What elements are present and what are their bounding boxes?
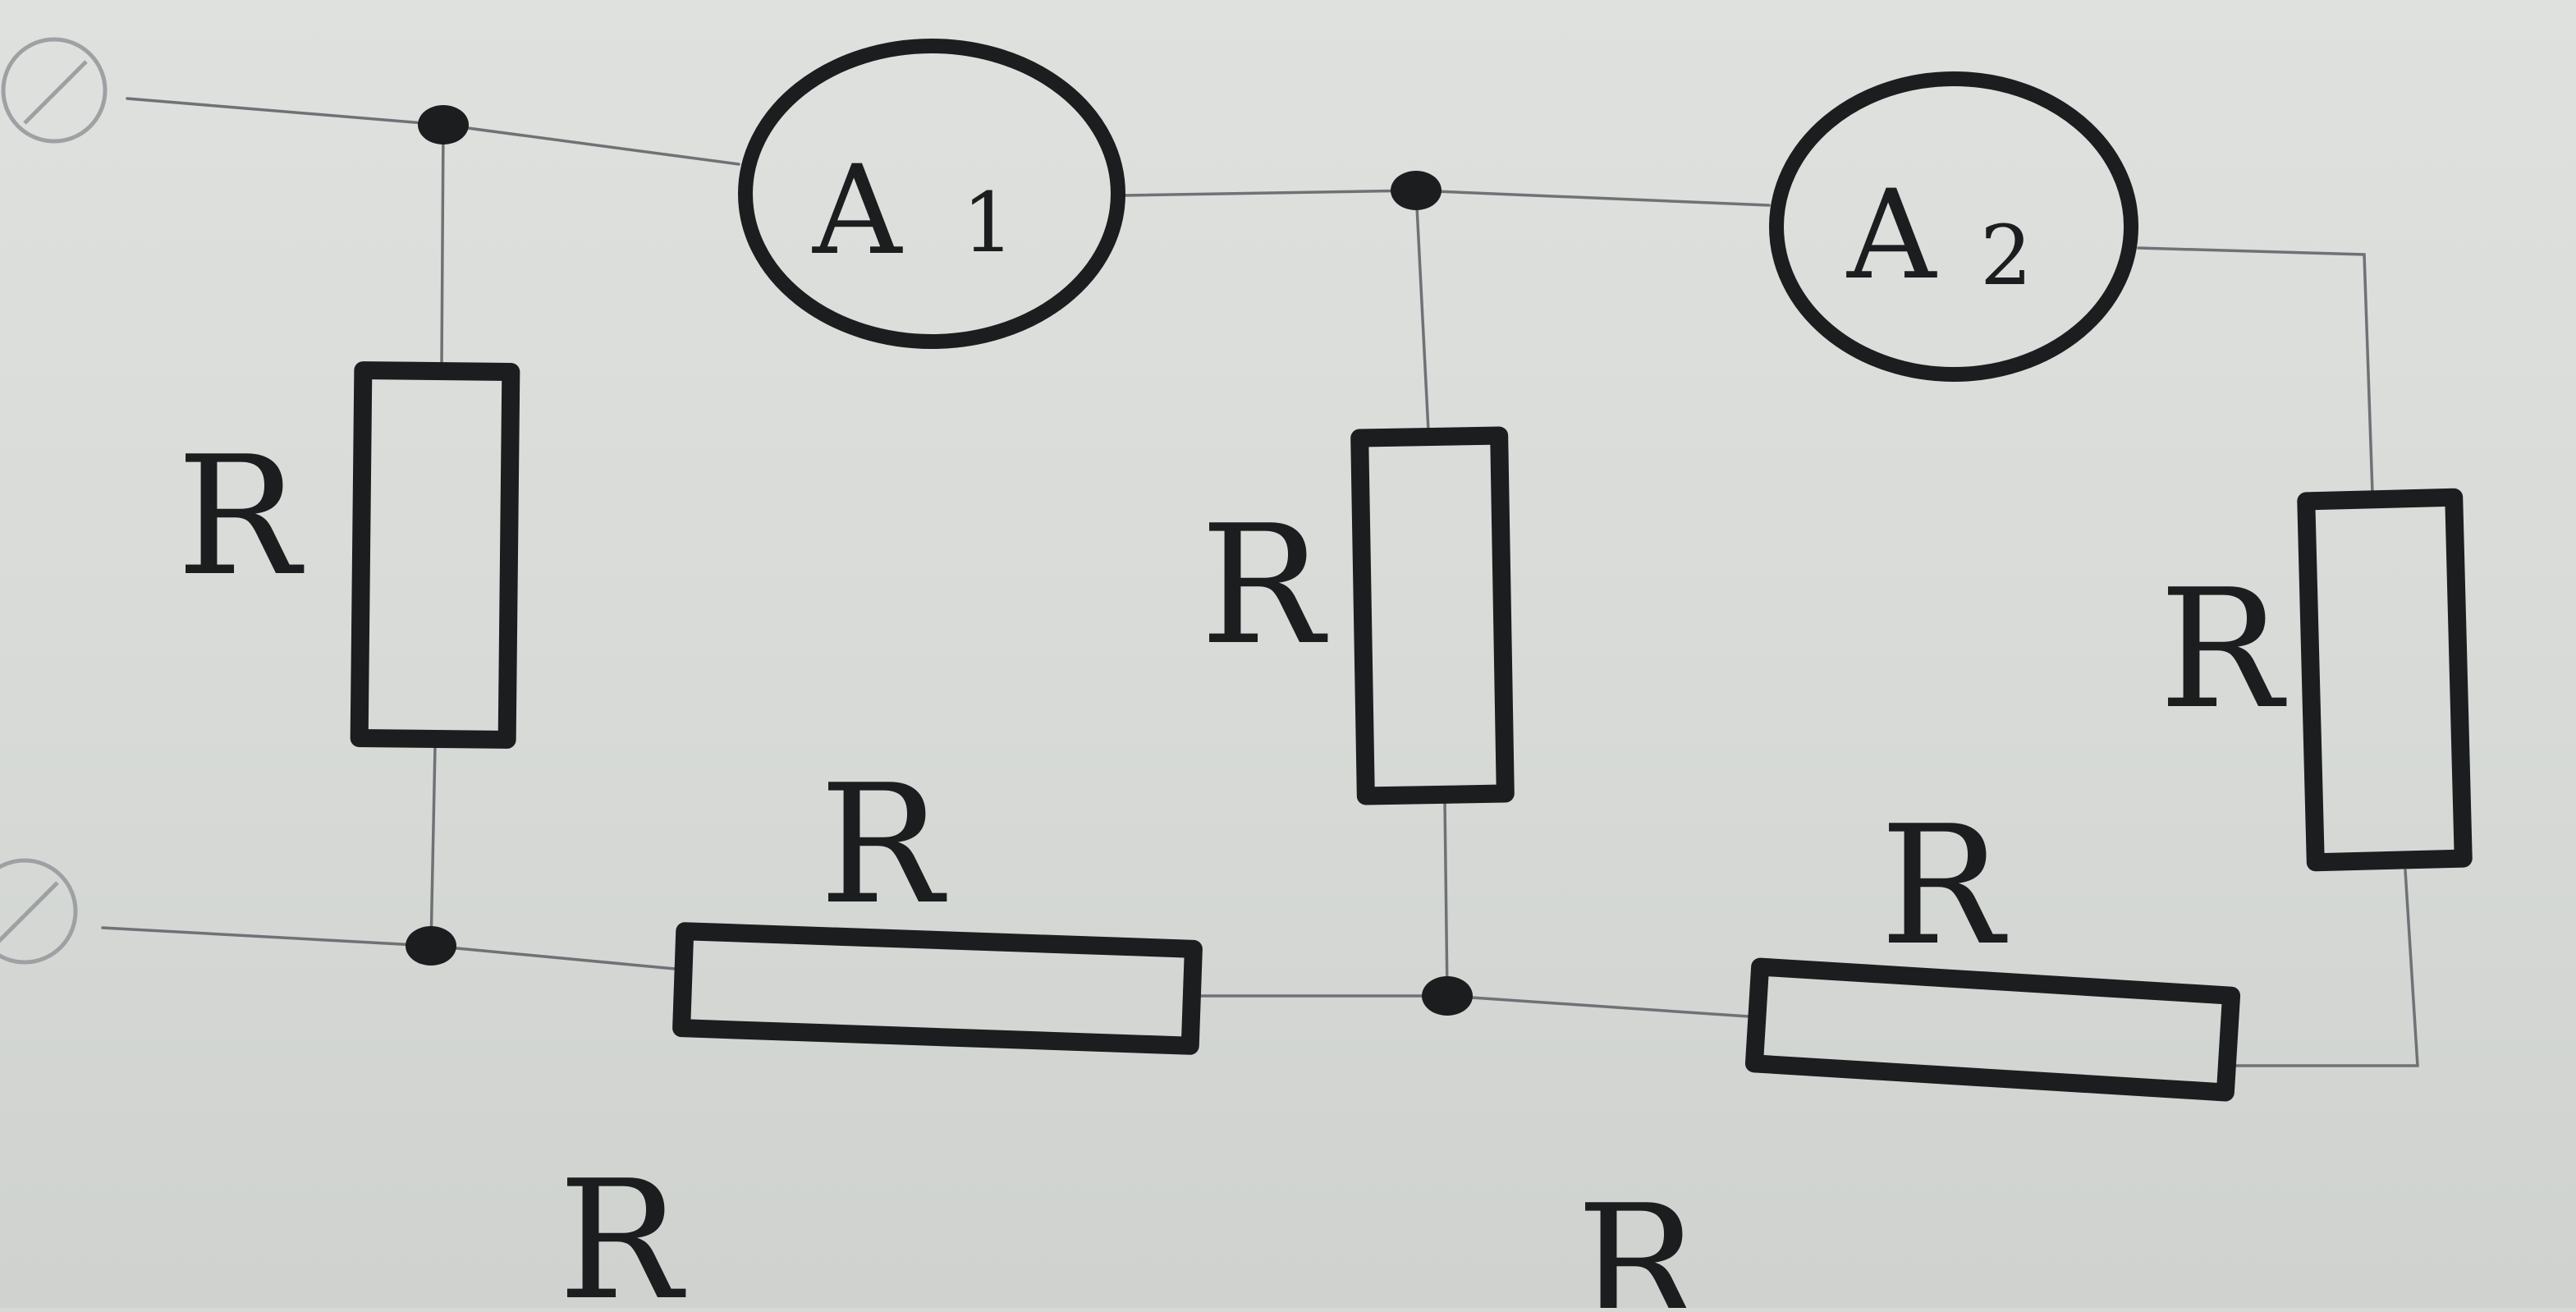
resistor-label: R bbox=[1200, 490, 1328, 681]
junction-node bbox=[406, 926, 456, 966]
wire-top-middle bbox=[1123, 189, 1771, 207]
junction-nodes bbox=[406, 105, 1473, 1016]
meter-letter: A bbox=[812, 140, 903, 282]
resistor-label: R bbox=[558, 1145, 686, 1308]
resistor-bottom-left bbox=[672, 922, 1203, 1055]
resistor-label: R bbox=[1576, 1170, 1704, 1308]
meter-index: 2 bbox=[1980, 208, 2033, 304]
wire-top-right bbox=[2137, 246, 2374, 494]
ammeter-a1: A 1 bbox=[738, 39, 1125, 349]
resistor-label: R bbox=[176, 421, 305, 612]
junction-node bbox=[418, 105, 469, 145]
resistor-label: R bbox=[1880, 791, 2008, 982]
wire-bottom-right bbox=[2231, 869, 2419, 1067]
junction-node bbox=[1391, 171, 1442, 210]
input-terminal-top bbox=[1, 37, 108, 144]
resistor-bottom-right bbox=[1744, 957, 2241, 1102]
input-terminal-bottom bbox=[0, 858, 78, 965]
wire-branch-left bbox=[429, 123, 445, 947]
wire-branch-middle bbox=[1414, 189, 1449, 998]
meter-letter: A bbox=[1846, 164, 1937, 307]
resistor-label: R bbox=[819, 750, 947, 941]
resistor-label: R bbox=[2159, 554, 2287, 745]
resistor-left-vertical bbox=[350, 361, 520, 749]
resistor-right-vertical bbox=[2297, 488, 2473, 872]
wire-bottom-left bbox=[101, 926, 676, 970]
junction-node bbox=[1422, 976, 1473, 1016]
meter-index: 1 bbox=[962, 175, 1015, 271]
ammeter-a2: A 2 bbox=[1769, 71, 2138, 382]
resistor-middle-vertical bbox=[1350, 426, 1515, 805]
